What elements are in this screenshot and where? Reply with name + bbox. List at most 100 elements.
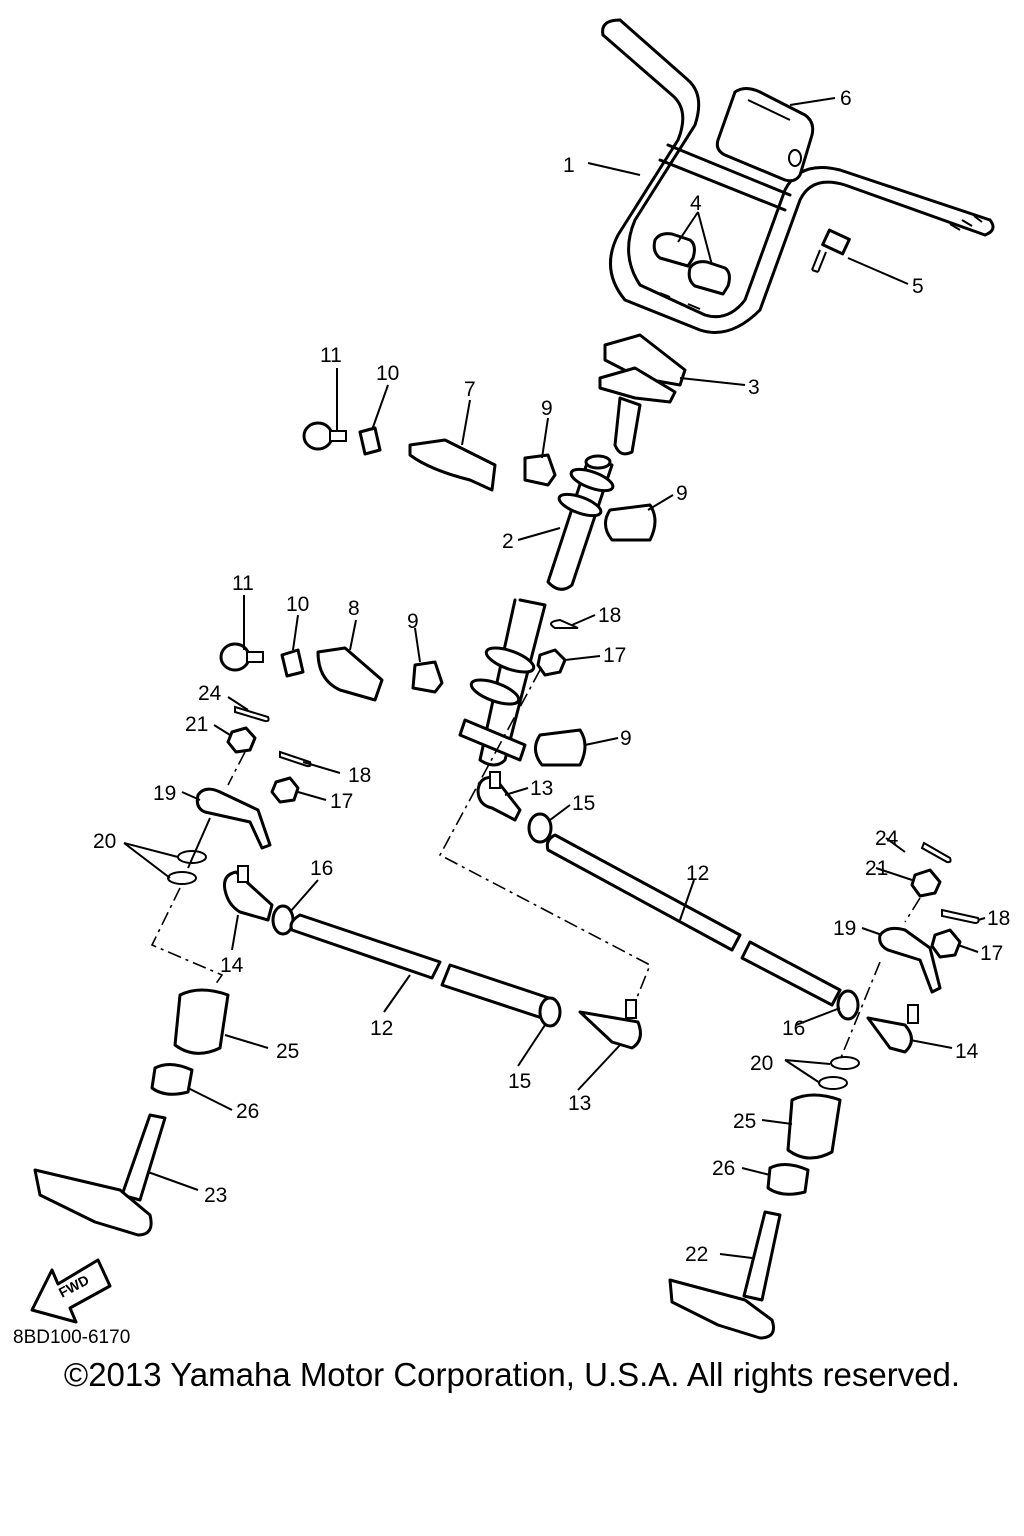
handlebar	[601, 18, 995, 334]
bracket	[408, 438, 497, 492]
callout-9c: 9	[407, 610, 419, 633]
tie-rod-12-right	[545, 833, 842, 1007]
tie-rod-12-left	[289, 913, 557, 1022]
callout-3: 3	[748, 376, 760, 399]
callout-20b: 20	[750, 1052, 773, 1075]
boot-25-left	[173, 988, 230, 1055]
spacer-26-left	[150, 1063, 194, 1096]
callout-17b: 17	[330, 790, 353, 813]
callout-15a: 15	[572, 792, 595, 815]
bushing-lower	[534, 728, 587, 767]
callout-20a: 20	[93, 830, 116, 853]
nut-17-left	[270, 776, 300, 804]
bolt-11-upper	[302, 421, 347, 451]
callout-11b: 11	[232, 572, 254, 595]
bolt-11-lower	[219, 642, 264, 672]
callout-6: 6	[840, 87, 852, 110]
callout-15b: 15	[508, 1070, 531, 1093]
callout-9b: 9	[676, 482, 688, 505]
fwd-arrow-icon: FWD	[30, 1258, 112, 1324]
diagram-code: 8BD100-6170	[13, 1327, 130, 1348]
callout-22: 22	[685, 1243, 708, 1266]
pad-20a-right	[830, 1056, 860, 1070]
callout-21b: 21	[865, 857, 888, 880]
callout-18c: 18	[987, 907, 1010, 930]
callout-21a: 21	[185, 713, 208, 736]
washer-16-right	[836, 989, 860, 1021]
pad-20b-right	[818, 1076, 848, 1090]
knuckle-23-left	[33, 1113, 167, 1237]
callout-12b: 12	[686, 862, 709, 885]
callout-26a: 26	[236, 1100, 259, 1123]
pitman-arm-right	[878, 926, 942, 994]
callout-19b: 19	[833, 917, 856, 940]
knuckle-22-right	[668, 1210, 782, 1340]
tie-rod-end-14-right	[866, 1004, 919, 1054]
washer-15-left	[538, 996, 562, 1028]
callout-14a: 14	[220, 954, 244, 977]
callout-18b: 18	[348, 764, 371, 787]
nut-17	[536, 648, 567, 677]
cotter-pin-24-right	[920, 841, 952, 864]
tie-rod-end-13-left	[578, 999, 642, 1050]
bushing	[604, 503, 657, 542]
callout-24b: 24	[875, 827, 899, 850]
leader-lines	[123, 97, 986, 1259]
callout-12a: 12	[370, 1017, 393, 1040]
callout-25a: 25	[276, 1040, 299, 1063]
handlebar-bolt	[811, 228, 851, 273]
upper-holder	[598, 333, 687, 456]
steering-column-lower	[458, 598, 547, 767]
callout-10a: 10	[376, 362, 399, 385]
callout-10b: 10	[286, 593, 309, 616]
nut-21-left	[226, 726, 257, 754]
tie-rod-end-13-upper	[476, 771, 522, 822]
bracket-8	[316, 646, 384, 702]
callout-14b: 14	[955, 1040, 979, 1063]
callout-24a: 24	[198, 682, 222, 705]
callout-8: 8	[348, 597, 360, 620]
callout-16a: 16	[310, 857, 333, 880]
callout-25b: 25	[733, 1110, 756, 1133]
callout-7: 7	[464, 378, 476, 401]
callout-18a: 18	[598, 604, 621, 627]
handlebar-clamps	[652, 232, 731, 296]
spacer-26-right	[766, 1163, 810, 1196]
tie-rod-end-14-left	[223, 865, 274, 922]
callout-13a: 13	[530, 777, 553, 800]
cotter-pin-18-right	[941, 908, 980, 925]
nut-21-right	[910, 868, 942, 898]
boot-25-right	[786, 1093, 842, 1160]
callout-17a: 17	[603, 644, 626, 667]
nut-10-upper	[358, 426, 382, 456]
cotter-pin-18	[550, 618, 579, 629]
washer-16-left	[271, 904, 295, 936]
callout-numbers: 1 2 3 4 5 6 7 8 9 9 9 9 10 10 11 11 12 1…	[93, 87, 1010, 1266]
callout-23: 23	[204, 1184, 227, 1207]
callout-13b: 13	[568, 1092, 591, 1115]
callout-5: 5	[912, 275, 924, 298]
callout-11a: 11	[320, 344, 342, 367]
bushing-clip	[523, 453, 557, 487]
callout-9a: 9	[541, 397, 553, 420]
callout-17c: 17	[980, 942, 1003, 965]
callout-16b: 16	[782, 1017, 805, 1040]
cotter-pin-18-left	[279, 750, 312, 768]
steering-column-upper	[546, 454, 615, 591]
cotter-pin-24-left	[234, 705, 270, 723]
callout-26b: 26	[712, 1157, 735, 1180]
pad-20b-left	[167, 871, 197, 885]
assembly-lines	[150, 669, 921, 1061]
washer-15-upper	[527, 812, 553, 844]
callout-4: 4	[690, 192, 702, 215]
pitman-arm-left	[195, 787, 272, 850]
callout-9d: 9	[620, 727, 632, 750]
copyright-notice: ©2013 Yamaha Motor Corporation, U.S.A. A…	[63, 1356, 961, 1393]
nut-17-right	[930, 928, 962, 959]
callout-1: 1	[563, 154, 575, 177]
callout-19a: 19	[153, 782, 176, 805]
handlebar-pad	[715, 87, 815, 183]
callout-2: 2	[502, 530, 514, 553]
nut-10-lower	[280, 648, 305, 678]
